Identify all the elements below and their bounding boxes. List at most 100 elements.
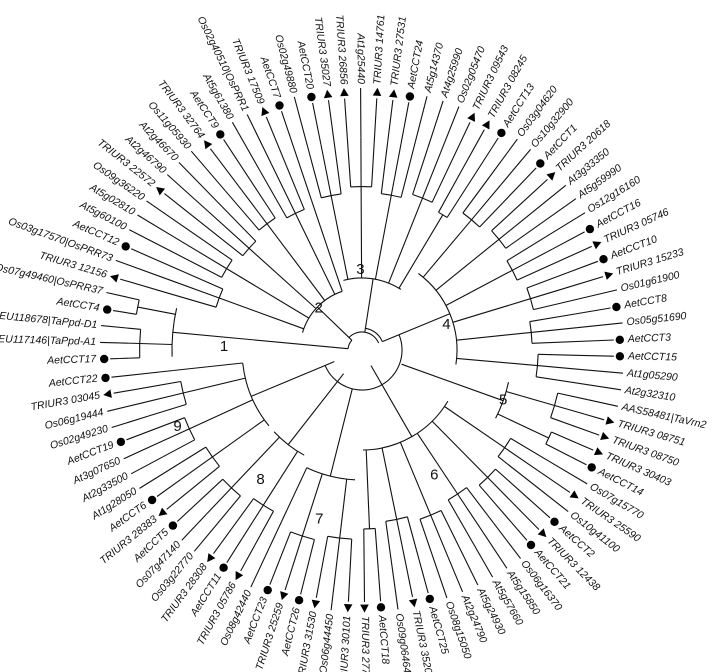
internal-branch — [224, 190, 260, 231]
internal-branch — [346, 137, 352, 187]
triangle-marker — [481, 120, 490, 130]
leaf-branch — [126, 417, 185, 441]
internal-branch — [320, 144, 332, 196]
leaf-branch — [115, 259, 168, 280]
leaf-branch — [522, 178, 548, 203]
internal-branch — [119, 342, 140, 345]
leaf-branch — [576, 442, 594, 451]
triangle-marker — [343, 603, 353, 613]
internal-branch — [510, 437, 550, 462]
internal-branch — [119, 311, 137, 315]
triangle-marker — [280, 591, 289, 601]
leaf-branch — [107, 401, 146, 412]
clade-label: 7 — [315, 511, 323, 528]
triangle-marker — [204, 140, 213, 150]
clade-label: 2 — [315, 299, 323, 316]
internal-branch — [180, 456, 213, 481]
leaf-branch — [526, 496, 551, 519]
internal-branch — [497, 413, 549, 439]
internal-arc — [253, 498, 274, 512]
clade-arc — [495, 382, 510, 419]
internal-branch — [416, 432, 459, 495]
leaf-branch — [536, 376, 622, 391]
leaf-branch — [101, 325, 141, 330]
internal-branch — [206, 487, 232, 515]
internal-branch — [412, 147, 429, 195]
circle-marker — [536, 159, 545, 168]
internal-arc — [526, 287, 534, 310]
circle-marker — [615, 335, 624, 344]
internal-branch — [145, 392, 184, 403]
leaf-branch — [269, 531, 292, 585]
internal-branch — [374, 195, 392, 280]
leaf-label: AetCCT18 — [376, 614, 392, 665]
internal-branch — [119, 357, 140, 360]
internal-branch — [406, 516, 420, 560]
internal-branch — [307, 147, 322, 198]
internal-arc — [438, 211, 448, 218]
internal-branch — [557, 392, 588, 401]
leaf-branch — [120, 278, 164, 293]
internal-branch — [444, 406, 505, 449]
circle-marker — [615, 352, 625, 361]
backbone-arc — [347, 339, 353, 349]
leaf-branch — [106, 291, 123, 297]
internal-arc — [506, 260, 518, 281]
backbone-arc — [324, 334, 403, 391]
internal-branch — [445, 269, 513, 306]
leaf-branch — [156, 479, 181, 497]
leaf-branch — [580, 368, 624, 374]
internal-branch — [294, 213, 336, 295]
circle-marker — [585, 224, 595, 234]
clade-label: 8 — [256, 471, 264, 488]
leaf-branch — [405, 562, 414, 598]
triangle-marker — [592, 241, 602, 250]
leaf-branch — [440, 106, 460, 153]
circle-marker — [294, 596, 304, 605]
internal-branch — [456, 357, 538, 367]
internal-arc — [491, 230, 507, 249]
internal-branch — [388, 197, 424, 284]
clade-stem — [172, 331, 349, 350]
clade-label: 3 — [356, 261, 364, 278]
clade-arc — [418, 273, 458, 365]
internal-branch — [270, 163, 296, 214]
clade-label: 9 — [173, 418, 181, 435]
leaf-branch — [576, 322, 623, 329]
circle-marker — [168, 521, 178, 530]
internal-branch — [381, 447, 398, 520]
leaf-label: At1g25440 — [355, 32, 367, 84]
internal-branch — [456, 331, 532, 341]
leaf-label: AetCCT15 — [627, 350, 677, 363]
internal-branch — [526, 272, 568, 289]
clade-label: 1 — [220, 338, 228, 355]
internal-arc — [184, 417, 196, 441]
internal-branch — [291, 535, 303, 568]
triangle-marker — [537, 528, 547, 538]
circle-marker — [103, 305, 112, 314]
leaf-branch — [493, 522, 522, 559]
internal-branch — [212, 419, 265, 458]
leaf-branch — [479, 167, 537, 228]
tree-branches — [100, 87, 624, 611]
clade-label: 5 — [499, 392, 507, 409]
leaf-branch — [584, 413, 605, 421]
triangle-marker — [235, 571, 244, 581]
leaf-label: AetCCT22 — [47, 373, 98, 390]
internal-branch — [495, 468, 527, 498]
leaf-branch — [113, 310, 120, 313]
circle-marker — [216, 130, 225, 139]
leaf-branch — [474, 137, 499, 174]
leaf-branch — [111, 369, 174, 378]
clade-arc — [171, 308, 178, 357]
internal-arc — [286, 208, 305, 219]
internal-branch — [421, 152, 442, 199]
internal-branch — [390, 143, 402, 196]
internal-branch — [365, 449, 371, 529]
internal-arc — [205, 446, 220, 467]
internal-branch — [551, 431, 578, 444]
circle-marker — [219, 563, 228, 572]
triangle-marker — [600, 431, 610, 441]
leaf-branch — [580, 354, 614, 357]
